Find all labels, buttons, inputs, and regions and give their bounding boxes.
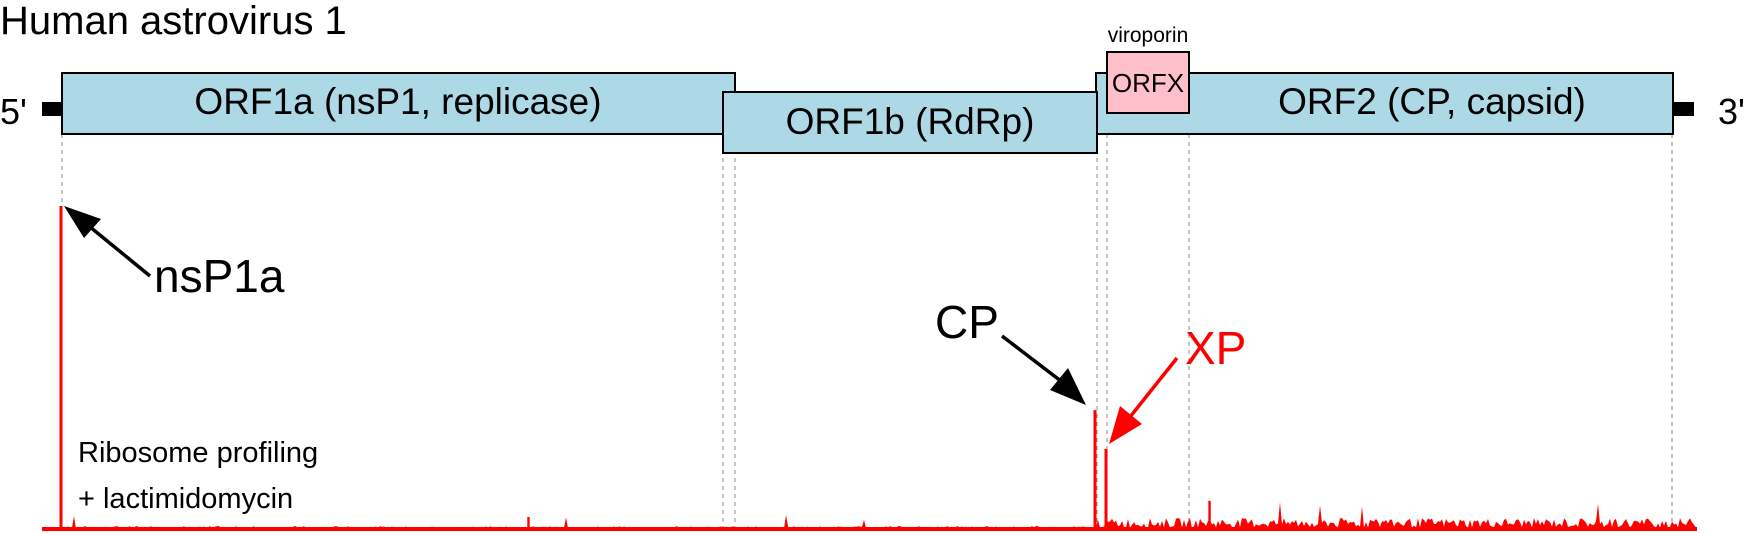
viroporin-label: viroporin [1108, 24, 1189, 47]
minor-peak [1208, 500, 1211, 530]
nsp1a-label: nsP1a [154, 250, 285, 302]
five-prime-utr [42, 102, 62, 116]
orf1a-label: ORF1a (nsP1, replicase) [194, 81, 601, 122]
peak-nsp1a [59, 206, 63, 530]
track-label-line1: Ribosome profiling [78, 437, 318, 469]
three-prime-utr [1673, 102, 1694, 116]
figure-title: Human astrovirus 1 [0, 0, 347, 43]
xp-label: XP [1185, 322, 1246, 374]
orf1a-box [61, 72, 736, 135]
minor-peak [527, 517, 530, 530]
orf2-box [1095, 72, 1674, 135]
ribosome-profile-track [42, 206, 1697, 531]
orfx-label: ORFX [1112, 68, 1184, 98]
orf1b-label: ORF1b (RdRp) [786, 101, 1035, 142]
cp-label: CP [935, 296, 999, 348]
orfx-box [1106, 51, 1190, 114]
nsp1a-arrow [64, 206, 152, 278]
three-prime-label: 3' [1718, 91, 1745, 132]
cp-arrow [1000, 334, 1086, 405]
orf2-label: ORF2 (CP, capsid) [1278, 81, 1586, 122]
orf1b-box [722, 91, 1098, 154]
profile-noise [42, 502, 1696, 530]
profile-baseline [42, 527, 1697, 531]
track-label-line2: + lactimidomycin [78, 483, 293, 515]
peak-cp [1093, 410, 1097, 530]
five-prime-label: 5' [0, 91, 27, 132]
peak-xp [1104, 449, 1108, 530]
xp-arrow [1109, 356, 1179, 444]
